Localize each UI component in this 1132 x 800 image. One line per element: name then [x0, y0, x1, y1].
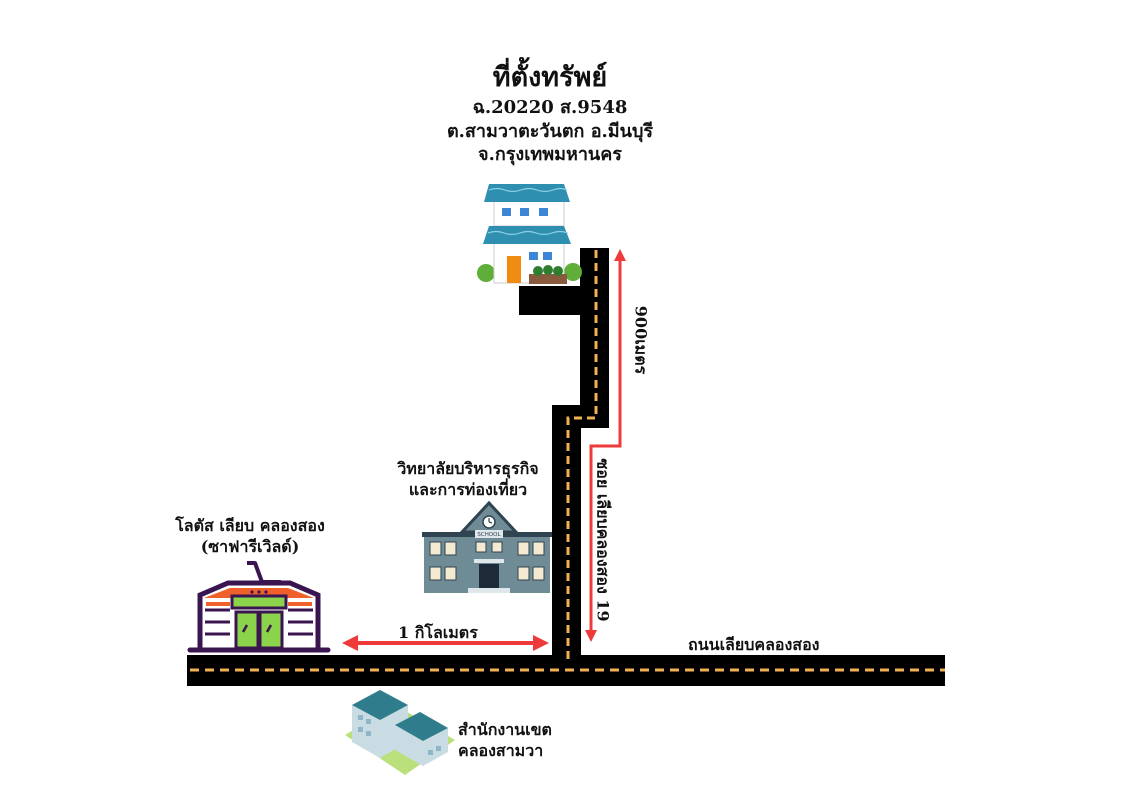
main-road-name: ถนนเลียบคลองสอง	[688, 635, 820, 654]
soi-road-name: ซอย เลียบคลองสอง 19	[593, 458, 613, 622]
lotus-label-line2: (ซาฟารีเวิลด์)	[200, 537, 300, 556]
lotus-label-line1: โลตัส เลียบ คลองสอง	[175, 516, 325, 535]
deed-number: ฉ.20220 ส.9548	[472, 97, 628, 118]
college-label-line2: และการท่องเที่ยว	[408, 480, 528, 499]
district-office-icon	[345, 690, 455, 775]
soi-distance-arrow	[585, 249, 626, 642]
school-sign: SCHOOL	[477, 532, 501, 538]
province: จ.กรุงเทพมหานคร	[478, 144, 622, 165]
school-building-icon: SCHOOL	[422, 500, 552, 593]
main-road-distance-label: 1 กิโลเมตร	[398, 623, 478, 642]
house-access-spur	[519, 286, 581, 315]
page-title: ที่ตั้งทรัพย์	[492, 62, 608, 93]
soi-distance-label: 900เมตร	[631, 305, 651, 375]
district-office-label: สำนักงานเขต คลองสามวา	[458, 719, 552, 761]
college-label: วิทยาลัยบริหารธุรกิจ และการท่องเที่ยว	[385, 458, 551, 500]
supermarket-icon	[187, 561, 331, 653]
college-label-line1: วิทยาลัยบริหารธุรกิจ	[397, 459, 539, 478]
road-network	[187, 248, 945, 686]
district-office-label-line2: คลองสามวา	[458, 741, 544, 760]
subdistrict-district: ต.สามวาตะวันตก อ.มีนบุรี	[446, 121, 654, 142]
house-icon	[477, 184, 582, 284]
district-office-label-line1: สำนักงานเขต	[458, 720, 552, 739]
lotus-label: โลตัส เลียบ คลองสอง (ซาฟารีเวิลด์)	[160, 515, 340, 557]
